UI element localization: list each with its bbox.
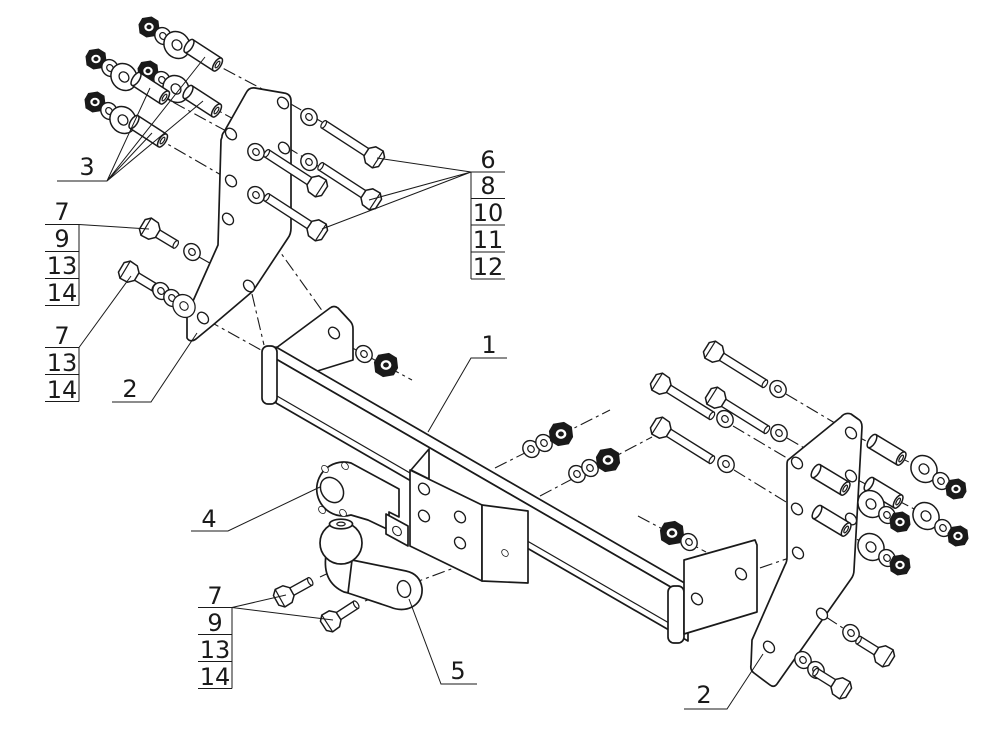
- flange-nut: [548, 421, 574, 447]
- spring-washer: [351, 341, 377, 367]
- flange-nut: [659, 520, 685, 546]
- callout-stack-left-mid: 7 13 14: [45, 275, 132, 404]
- spacer-sleeve: [864, 432, 909, 468]
- callout-stack-left-top: 7 9 13 14: [45, 198, 150, 307]
- flange-nut: [889, 554, 911, 576]
- hex-bolt: [647, 414, 720, 471]
- hex-bolt: [807, 661, 855, 702]
- callout-label: 13: [47, 349, 78, 377]
- hex-bolt: [700, 338, 773, 395]
- callout-stack-bottom-left: 7 9 13 14: [198, 582, 334, 691]
- callout-bracket-left: 2: [112, 332, 198, 403]
- hex-bolt: [315, 114, 388, 172]
- flat-washer: [713, 451, 739, 477]
- flat-washer: [766, 420, 792, 446]
- hex-bolt: [136, 215, 184, 255]
- callout-label: 5: [450, 657, 465, 685]
- spacer-sleeve: [126, 113, 171, 150]
- callout-spacer-group: 3: [57, 56, 206, 182]
- spacer-sleeve: [181, 37, 226, 74]
- callout-label: 10: [473, 199, 504, 227]
- callout-label: 7: [54, 198, 69, 226]
- callout-label: 6: [480, 146, 495, 174]
- callout-label: 7: [54, 322, 69, 350]
- callout-label: 13: [200, 636, 231, 664]
- flat-washer: [296, 104, 322, 130]
- callout-label: 12: [473, 253, 504, 281]
- tow-ball: [319, 518, 423, 611]
- callout-label: 4: [201, 505, 216, 533]
- callout-label: 14: [200, 663, 231, 691]
- callout-stack-right: 6 8 10 11 12: [321, 146, 505, 281]
- ball-bracket-hole: [396, 579, 412, 599]
- beam-right-ear: [683, 539, 758, 635]
- callout-bracket-right: 2: [684, 653, 764, 710]
- callout-label: 9: [54, 225, 69, 253]
- flange-nut: [595, 447, 621, 473]
- crossbeam: [261, 345, 758, 644]
- callout-label: 11: [473, 226, 504, 254]
- plate-center-hole: [319, 476, 345, 504]
- callout-label: 1: [481, 331, 496, 359]
- callout-label: 14: [47, 376, 78, 404]
- callout-label: 7: [207, 582, 222, 610]
- callout-label: 14: [47, 279, 78, 307]
- bracket-left: [186, 87, 293, 342]
- hex-bolt: [850, 629, 898, 670]
- callout-beam: 1: [427, 331, 507, 433]
- fasteners-top-left: [84, 16, 226, 150]
- hex-bolt: [270, 570, 318, 610]
- flange-nut: [945, 478, 967, 500]
- flange-nut: [373, 352, 399, 378]
- callout-label: 3: [79, 153, 94, 181]
- callout-label: 2: [696, 681, 711, 709]
- callout-label: 13: [47, 252, 78, 280]
- hex-bolt: [317, 594, 365, 636]
- callout-adapter-plate: 4: [191, 486, 321, 533]
- callout-label: 2: [122, 375, 137, 403]
- callout-label: 8: [480, 172, 495, 200]
- callout-tow-ball: 5: [408, 598, 477, 685]
- flange-nut: [947, 525, 969, 547]
- callout-label: 9: [207, 609, 222, 637]
- flange-nut: [889, 511, 911, 533]
- bracket-right: [749, 412, 863, 688]
- receiver-bracket: [409, 448, 529, 584]
- flat-washer: [765, 376, 791, 402]
- adapter-plate: [315, 460, 409, 547]
- flat-washer: [179, 239, 205, 265]
